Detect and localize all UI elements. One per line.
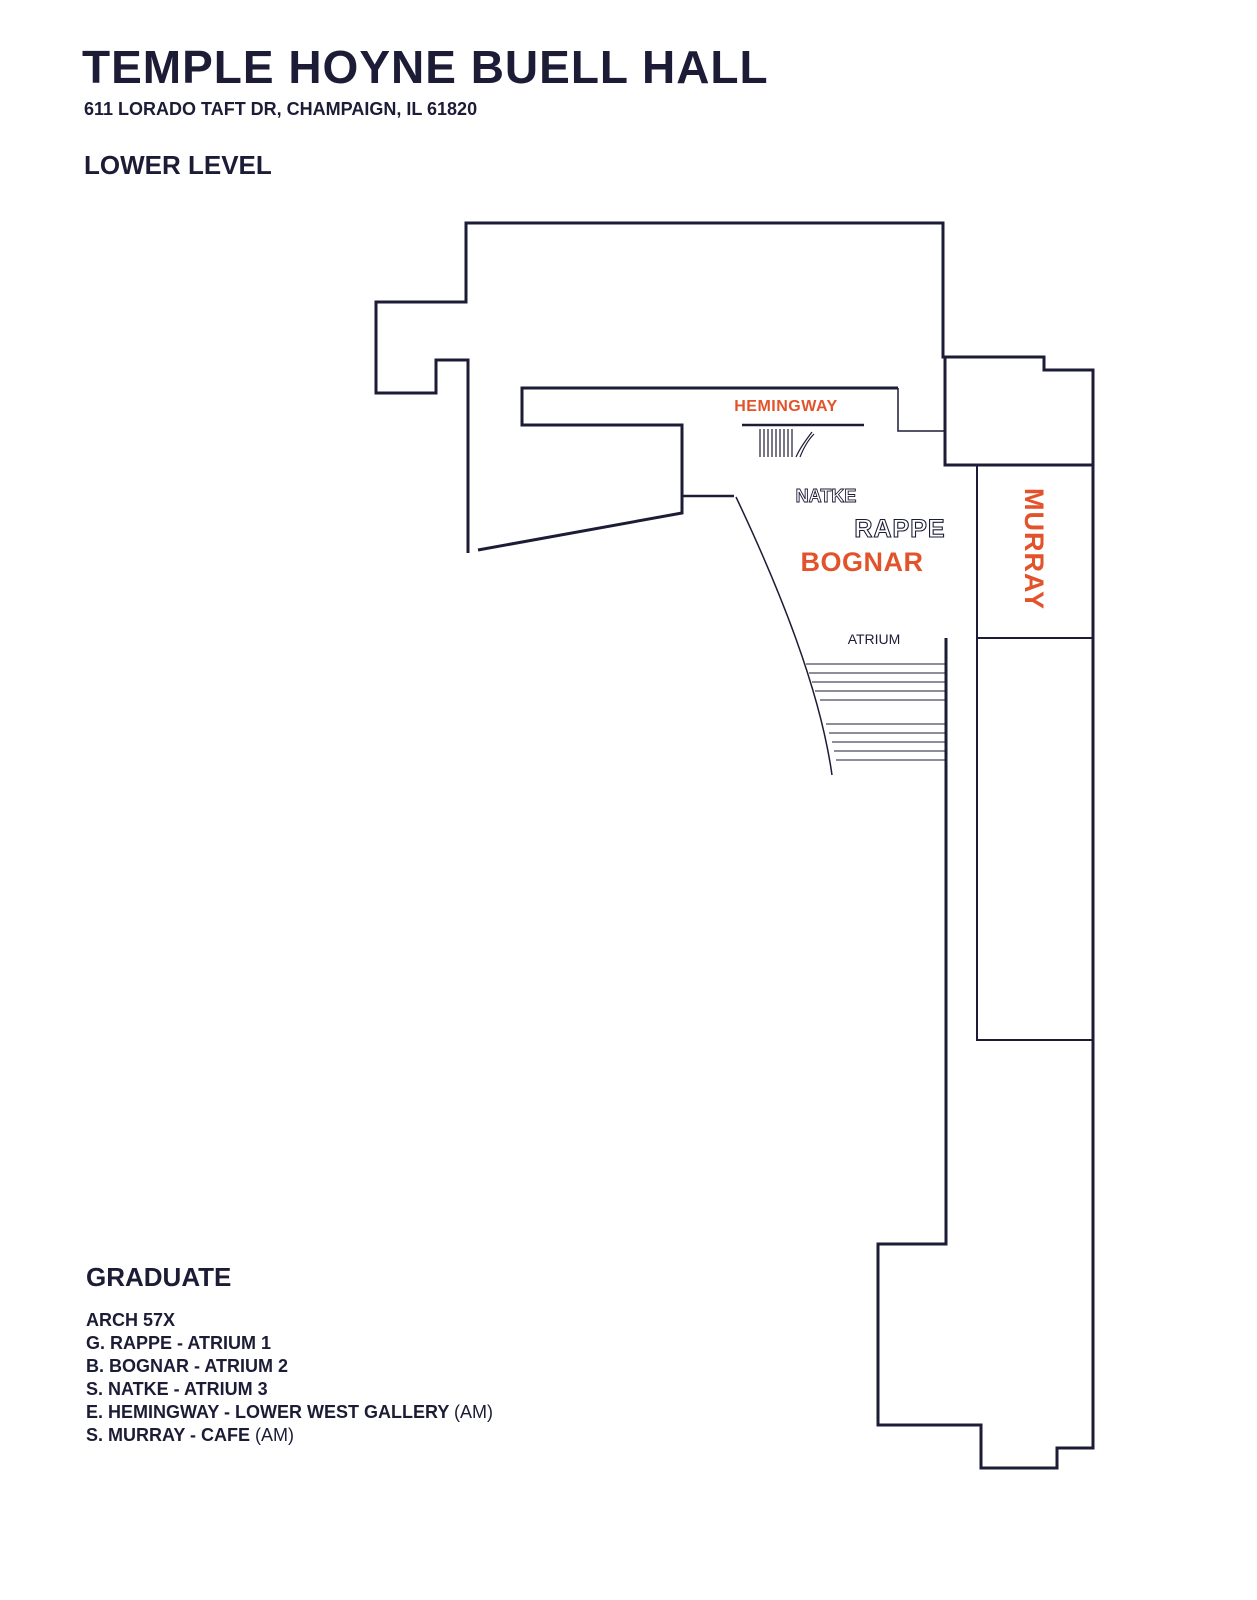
legend-item: G. RAPPE - ATRIUM 1 bbox=[86, 1333, 272, 1353]
label-bognar: BOGNAR bbox=[801, 547, 924, 577]
legend-item-note: (AM) bbox=[255, 1425, 295, 1445]
floor-level-label: LOWER LEVEL bbox=[84, 150, 272, 180]
legend-item: B. BOGNAR - ATRIUM 2 bbox=[86, 1356, 288, 1376]
legend-item: E. HEMINGWAY - LOWER WEST GALLERY (AM) bbox=[86, 1402, 494, 1422]
legend-item: S. NATKE - ATRIUM 3 bbox=[86, 1379, 268, 1399]
legend-item: S. MURRAY - CAFE (AM) bbox=[86, 1425, 295, 1445]
legend-item: ARCH 57X bbox=[86, 1310, 176, 1330]
plan-atrium-curve bbox=[735, 496, 833, 776]
plan-outline-east-block bbox=[943, 355, 1095, 467]
plan-stair-hemingway bbox=[759, 429, 815, 458]
label-murray: MURRAY bbox=[1019, 488, 1049, 610]
plan-outline-west-wing bbox=[374, 221, 945, 553]
plan-inner-wall bbox=[477, 386, 898, 552]
building-title: TEMPLE HOYNE BUELL HALL bbox=[82, 41, 769, 93]
label-hemingway: HEMINGWAY bbox=[734, 398, 837, 415]
plan-outline-murray bbox=[976, 465, 1093, 1041]
label-natke: NATKE bbox=[796, 486, 857, 506]
plan-thin-wall bbox=[897, 388, 945, 432]
building-address: 611 LORADO TAFT DR, CHAMPAIGN, IL 61820 bbox=[84, 99, 478, 119]
plan-outline-east-wall bbox=[876, 370, 1095, 1470]
label-atrium: ATRIUM bbox=[848, 631, 901, 647]
label-rappe: RAPPE bbox=[854, 515, 945, 543]
legend-list: ARCH 57X G. RAPPE - ATRIUM 1 B. BOGNAR -… bbox=[86, 1309, 493, 1447]
plan-stair-atrium bbox=[806, 663, 946, 761]
legend: GRADUATE ARCH 57X G. RAPPE - ATRIUM 1 B.… bbox=[86, 1262, 493, 1447]
legend-heading: GRADUATE bbox=[86, 1262, 232, 1292]
legend-item-note: (AM) bbox=[454, 1402, 494, 1422]
